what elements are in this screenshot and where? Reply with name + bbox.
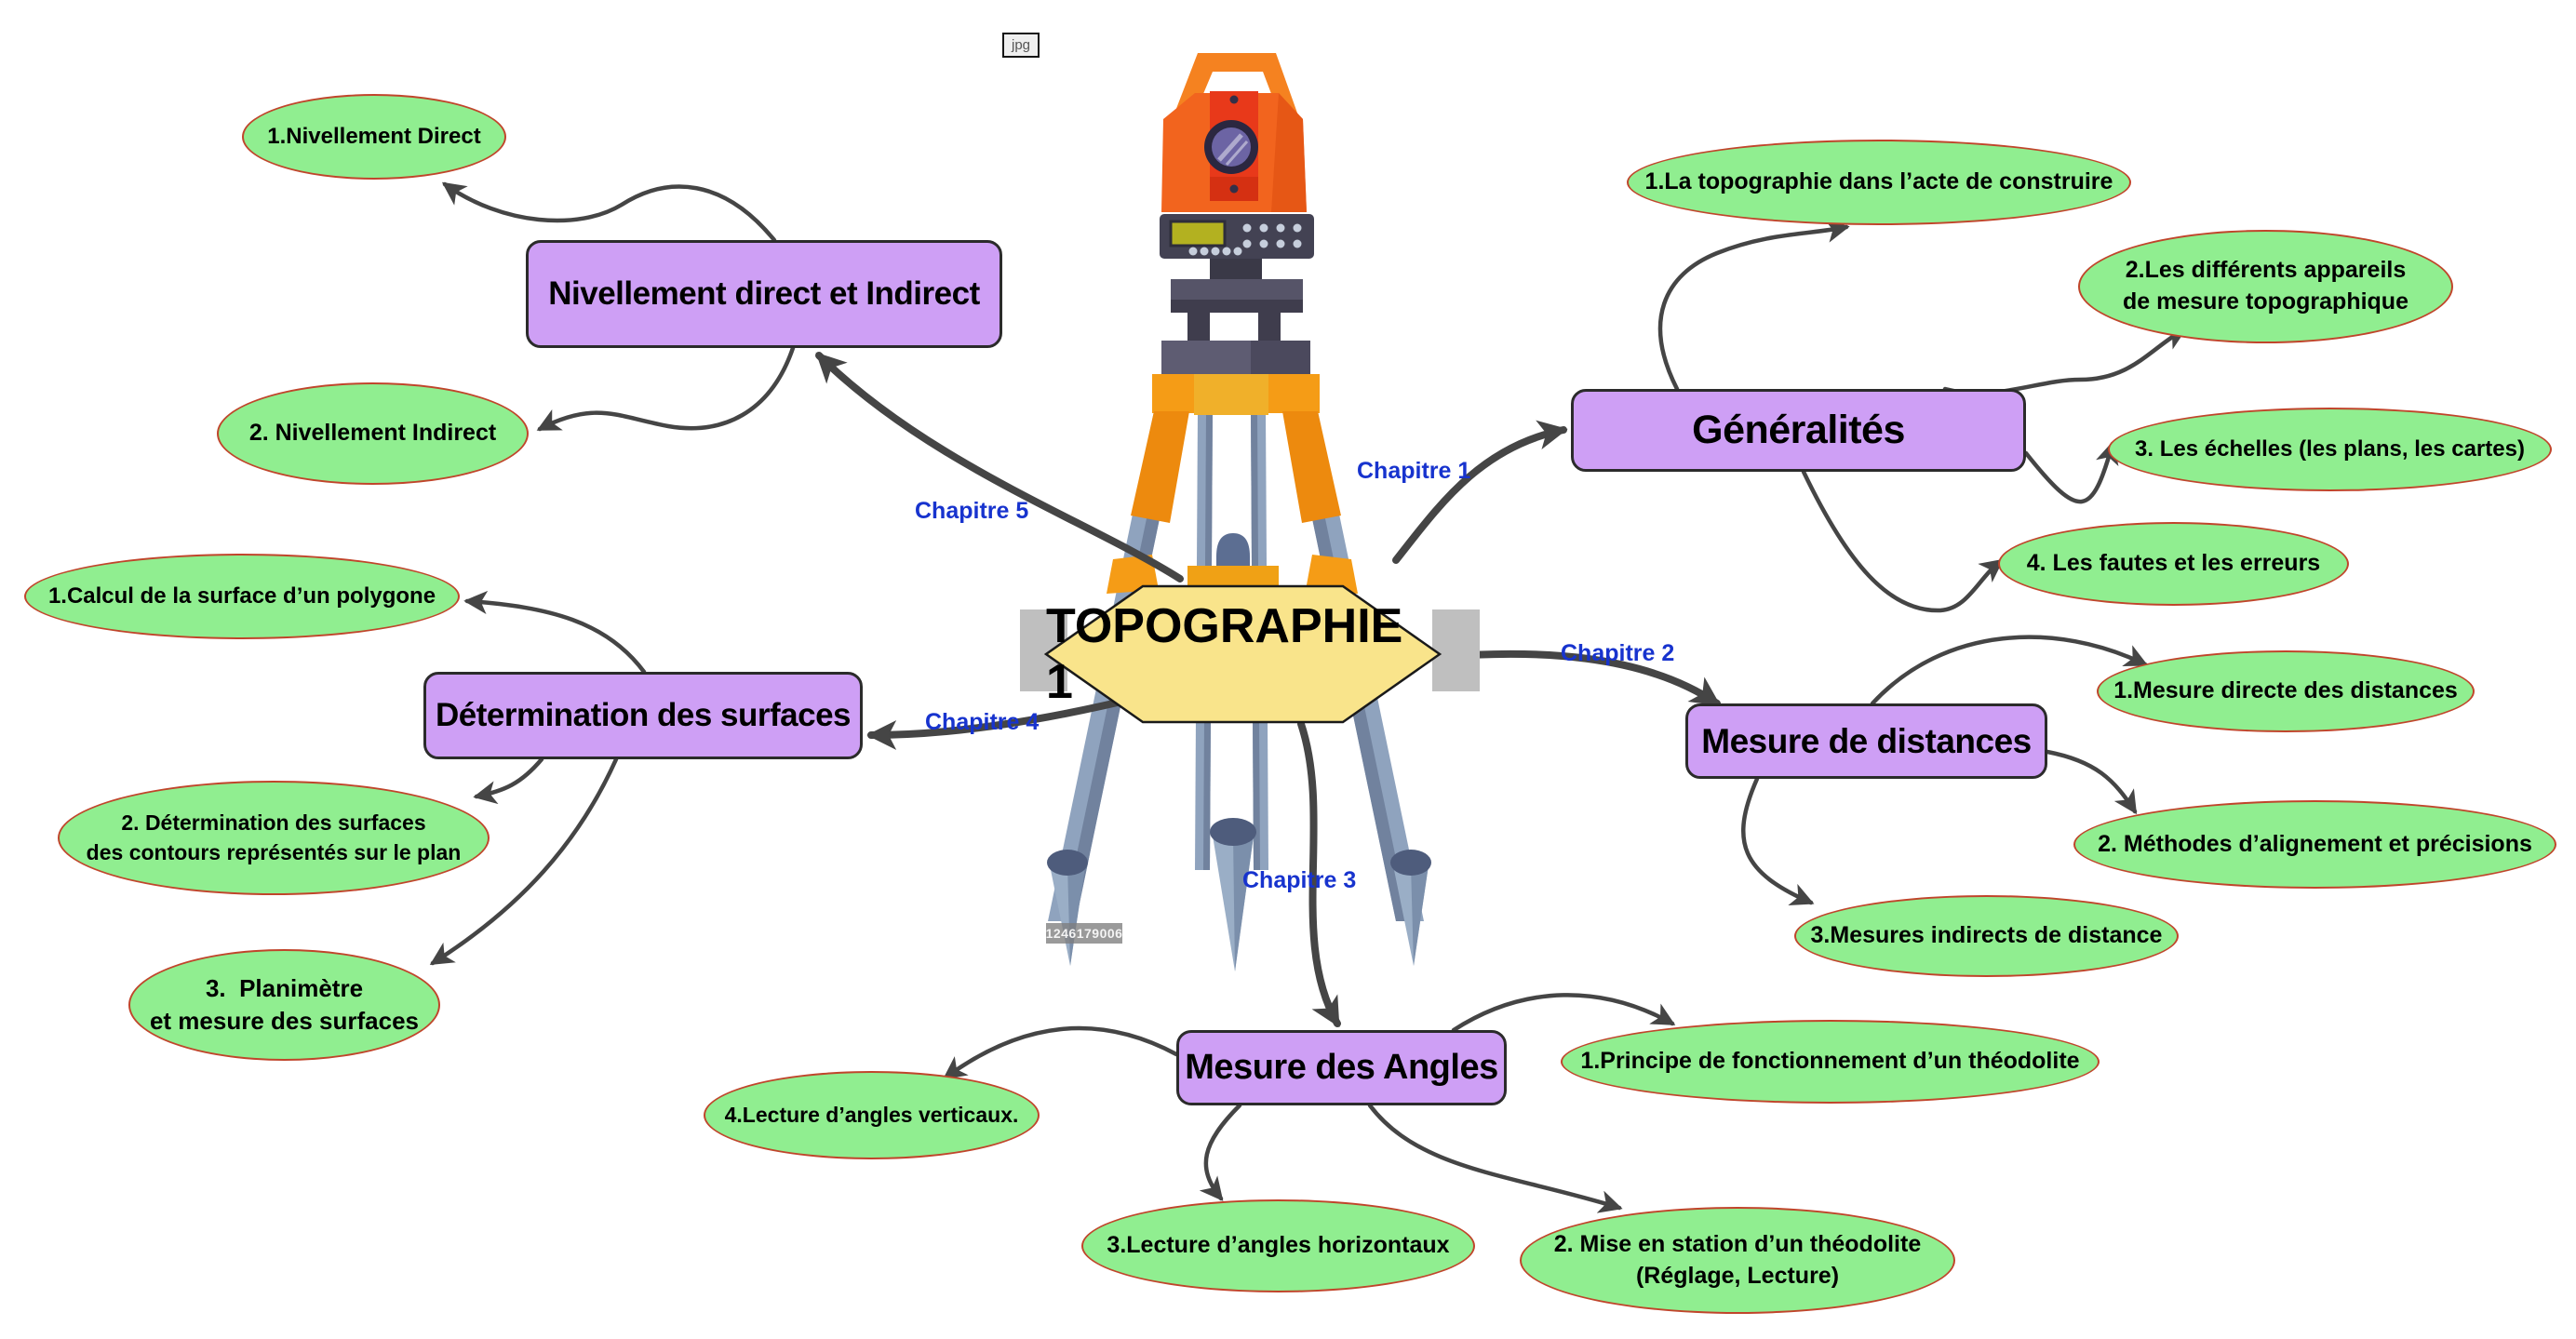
connector-chapitre4 xyxy=(866,694,1141,750)
connector xyxy=(1657,219,1850,392)
jpg-badge-label: jpg xyxy=(1011,37,1031,53)
topic-mise-en-station[interactable]: 2. Mise en station d’un théodolite (Régl… xyxy=(1520,1207,1955,1314)
chapter-link-label-1: Chapitre 1 xyxy=(1357,458,1471,484)
chapter-link-label-2: Chapitre 2 xyxy=(1561,640,1675,666)
topic-nivellement-direct[interactable]: 1.Nivellement Direct xyxy=(242,94,506,180)
connector xyxy=(1199,1103,1242,1201)
connector xyxy=(2045,749,2138,815)
topic-methodes-alignement[interactable]: 2. Méthodes d’alignement et précisions xyxy=(2073,800,2556,889)
topic-topographie-acte-construire[interactable]: 1.La topographie dans l’acte de construi… xyxy=(1627,140,2131,225)
topic-surfaces-contours[interactable]: 2. Détermination des surfaces des contou… xyxy=(58,781,490,895)
topic-mesures-indirectes[interactable]: 3.Mesures indirects de distance xyxy=(1794,895,2179,977)
topic-lecture-horizontaux[interactable]: 3.Lecture d’angles horizontaux xyxy=(1081,1199,1475,1292)
connector xyxy=(1451,993,1676,1033)
stock-watermark-text: 1246179006 xyxy=(1045,926,1123,941)
connector-curves xyxy=(429,181,2188,1213)
topic-echelles[interactable]: 3. Les échelles (les plans, les cartes) xyxy=(2108,408,2552,491)
connector xyxy=(463,590,647,675)
connector xyxy=(441,181,777,243)
topic-fautes-erreurs[interactable]: 4. Les fautes et les erreurs xyxy=(1998,522,2349,606)
connector xyxy=(1741,776,1815,906)
chapter-box-mesure-distances[interactable]: Mesure de distances xyxy=(1685,703,2047,779)
topic-lecture-verticaux[interactable]: 4.Lecture d’angles verticaux. xyxy=(704,1071,1040,1159)
chapter-link-label-5: Chapitre 5 xyxy=(915,498,1029,524)
chapter-box-mesure-angles[interactable]: Mesure des Angles xyxy=(1176,1030,1507,1105)
connector xyxy=(942,1025,1179,1080)
chapter-link-label-3: Chapitre 3 xyxy=(1242,867,1357,893)
topic-calcul-surface-polygone[interactable]: 1.Calcul de la surface d’un polygone xyxy=(24,554,460,639)
connector xyxy=(1367,1103,1623,1213)
topic-principe-theodolite[interactable]: 1.Principe de fonctionnement d’un théodo… xyxy=(1561,1020,2100,1104)
chapter-box-determination-surfaces[interactable]: Détermination des surfaces xyxy=(423,672,863,759)
center-hexagon[interactable] xyxy=(1043,584,1442,724)
topic-nivellement-indirect[interactable]: 2. Nivellement Indirect xyxy=(217,382,529,485)
chapter-box-nivellement[interactable]: Nivellement direct et Indirect xyxy=(526,240,1002,348)
connector xyxy=(429,757,619,966)
topic-planimetre[interactable]: 3. Planimètre et mesure des surfaces xyxy=(128,949,440,1061)
stock-watermark: 1246179006 xyxy=(1046,923,1122,944)
connector xyxy=(1870,635,2149,706)
theodolite-illustration xyxy=(1047,53,1431,971)
connector-chapitre1 xyxy=(1392,420,1568,564)
chapter-box-generalites[interactable]: Généralités xyxy=(1571,389,2026,472)
handle-icon xyxy=(1173,53,1299,118)
connector xyxy=(1801,469,2005,613)
topic-mesure-directe[interactable]: 1.Mesure directe des distances xyxy=(2097,650,2475,732)
connector-chapitre5 xyxy=(815,352,1184,582)
center-node-label[interactable]: TOPOGRAPHIE 1 xyxy=(1046,599,1403,709)
connector-chapitre3 xyxy=(1297,720,1341,1028)
connector xyxy=(473,757,544,805)
chapter-link-label-4: Chapitre 4 xyxy=(925,709,1040,735)
connector xyxy=(536,345,796,432)
grey-block-right xyxy=(1432,609,1480,691)
topic-appareils-mesure[interactable]: 2.Les différents appareils de mesure top… xyxy=(2078,230,2453,343)
connector xyxy=(2023,440,2119,504)
jpg-badge: jpg xyxy=(1002,33,1040,58)
connector xyxy=(1942,327,2188,395)
